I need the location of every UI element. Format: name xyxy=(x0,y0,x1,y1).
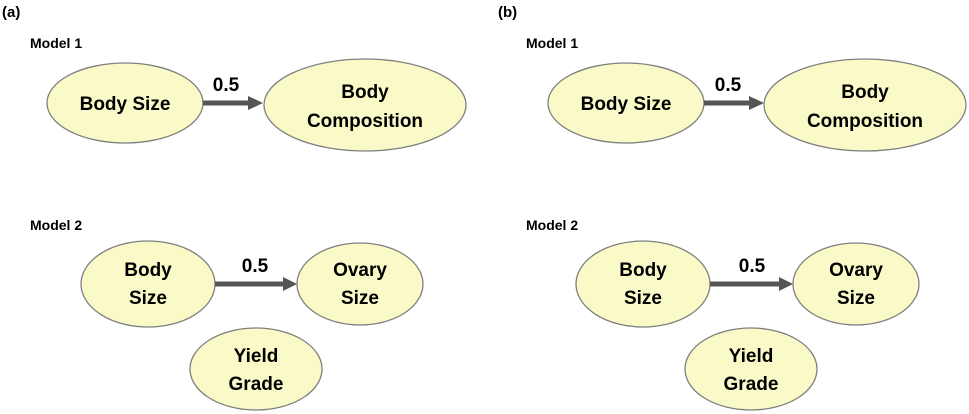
model-title: Model 2 xyxy=(30,217,82,233)
node-yield-grade-label-line1: Yield xyxy=(729,346,774,367)
node-body-size-label-line1: Body xyxy=(619,260,667,281)
node-body-composition-label-line2: Composition xyxy=(307,111,423,132)
node-body-size-label: Body Size xyxy=(80,94,171,115)
node-ovary-size xyxy=(296,242,424,326)
model-2: Model 2 Body Size Ovary Size Yield Grade… xyxy=(30,217,424,411)
node-yield-grade-label-line2: Grade xyxy=(724,374,779,395)
node-body-size-label-line1: Body xyxy=(124,260,172,281)
model-title: Model 1 xyxy=(526,35,578,51)
node-body-size-label: Body Size xyxy=(581,94,672,115)
node-yield-grade xyxy=(189,327,323,411)
path-coefficient: 0.5 xyxy=(213,75,240,96)
node-body-size-label-line2: Size xyxy=(129,288,167,309)
node-ovary-size xyxy=(792,242,920,326)
node-ovary-size-label-line1: Ovary xyxy=(333,260,387,281)
path-coefficient: 0.5 xyxy=(242,256,269,277)
model-title: Model 2 xyxy=(526,217,578,233)
model-1: Model 1 Body Size Body Composition 0.5 xyxy=(526,35,967,152)
path-coefficient: 0.5 xyxy=(715,75,742,96)
path-coefficient: 0.5 xyxy=(739,256,766,277)
arrowhead xyxy=(749,96,764,110)
node-body-size xyxy=(80,240,216,328)
node-body-composition xyxy=(763,58,967,152)
model-title: Model 1 xyxy=(30,35,82,51)
panel-label: (b) xyxy=(498,4,517,21)
panel-label: (a) xyxy=(2,4,20,21)
node-ovary-size-label-line1: Ovary xyxy=(829,260,883,281)
arrowhead xyxy=(248,96,263,110)
panel-a: (a) Model 1 Body Size Body Composition 0… xyxy=(2,4,467,411)
node-body-composition xyxy=(263,58,467,152)
node-ovary-size-label-line2: Size xyxy=(341,288,379,309)
node-ovary-size-label-line2: Size xyxy=(837,288,875,309)
arrowhead xyxy=(283,277,297,291)
model-2: Model 2 Body Size Ovary Size Yield Grade… xyxy=(526,217,920,411)
arrowhead xyxy=(779,277,793,291)
node-body-size xyxy=(575,240,711,328)
node-body-composition-label-line1: Body xyxy=(841,82,889,103)
node-yield-grade-label-line2: Grade xyxy=(229,374,284,395)
panel-b: (b) Model 1 Body Size Body Composition 0… xyxy=(498,4,967,411)
node-yield-grade-label-line1: Yield xyxy=(234,346,279,367)
model-1: Model 1 Body Size Body Composition 0.5 xyxy=(30,35,467,152)
node-yield-grade xyxy=(684,327,818,411)
node-body-size-label-line2: Size xyxy=(624,288,662,309)
node-body-composition-label-line1: Body xyxy=(341,82,389,103)
node-body-composition-label-line2: Composition xyxy=(807,111,923,132)
